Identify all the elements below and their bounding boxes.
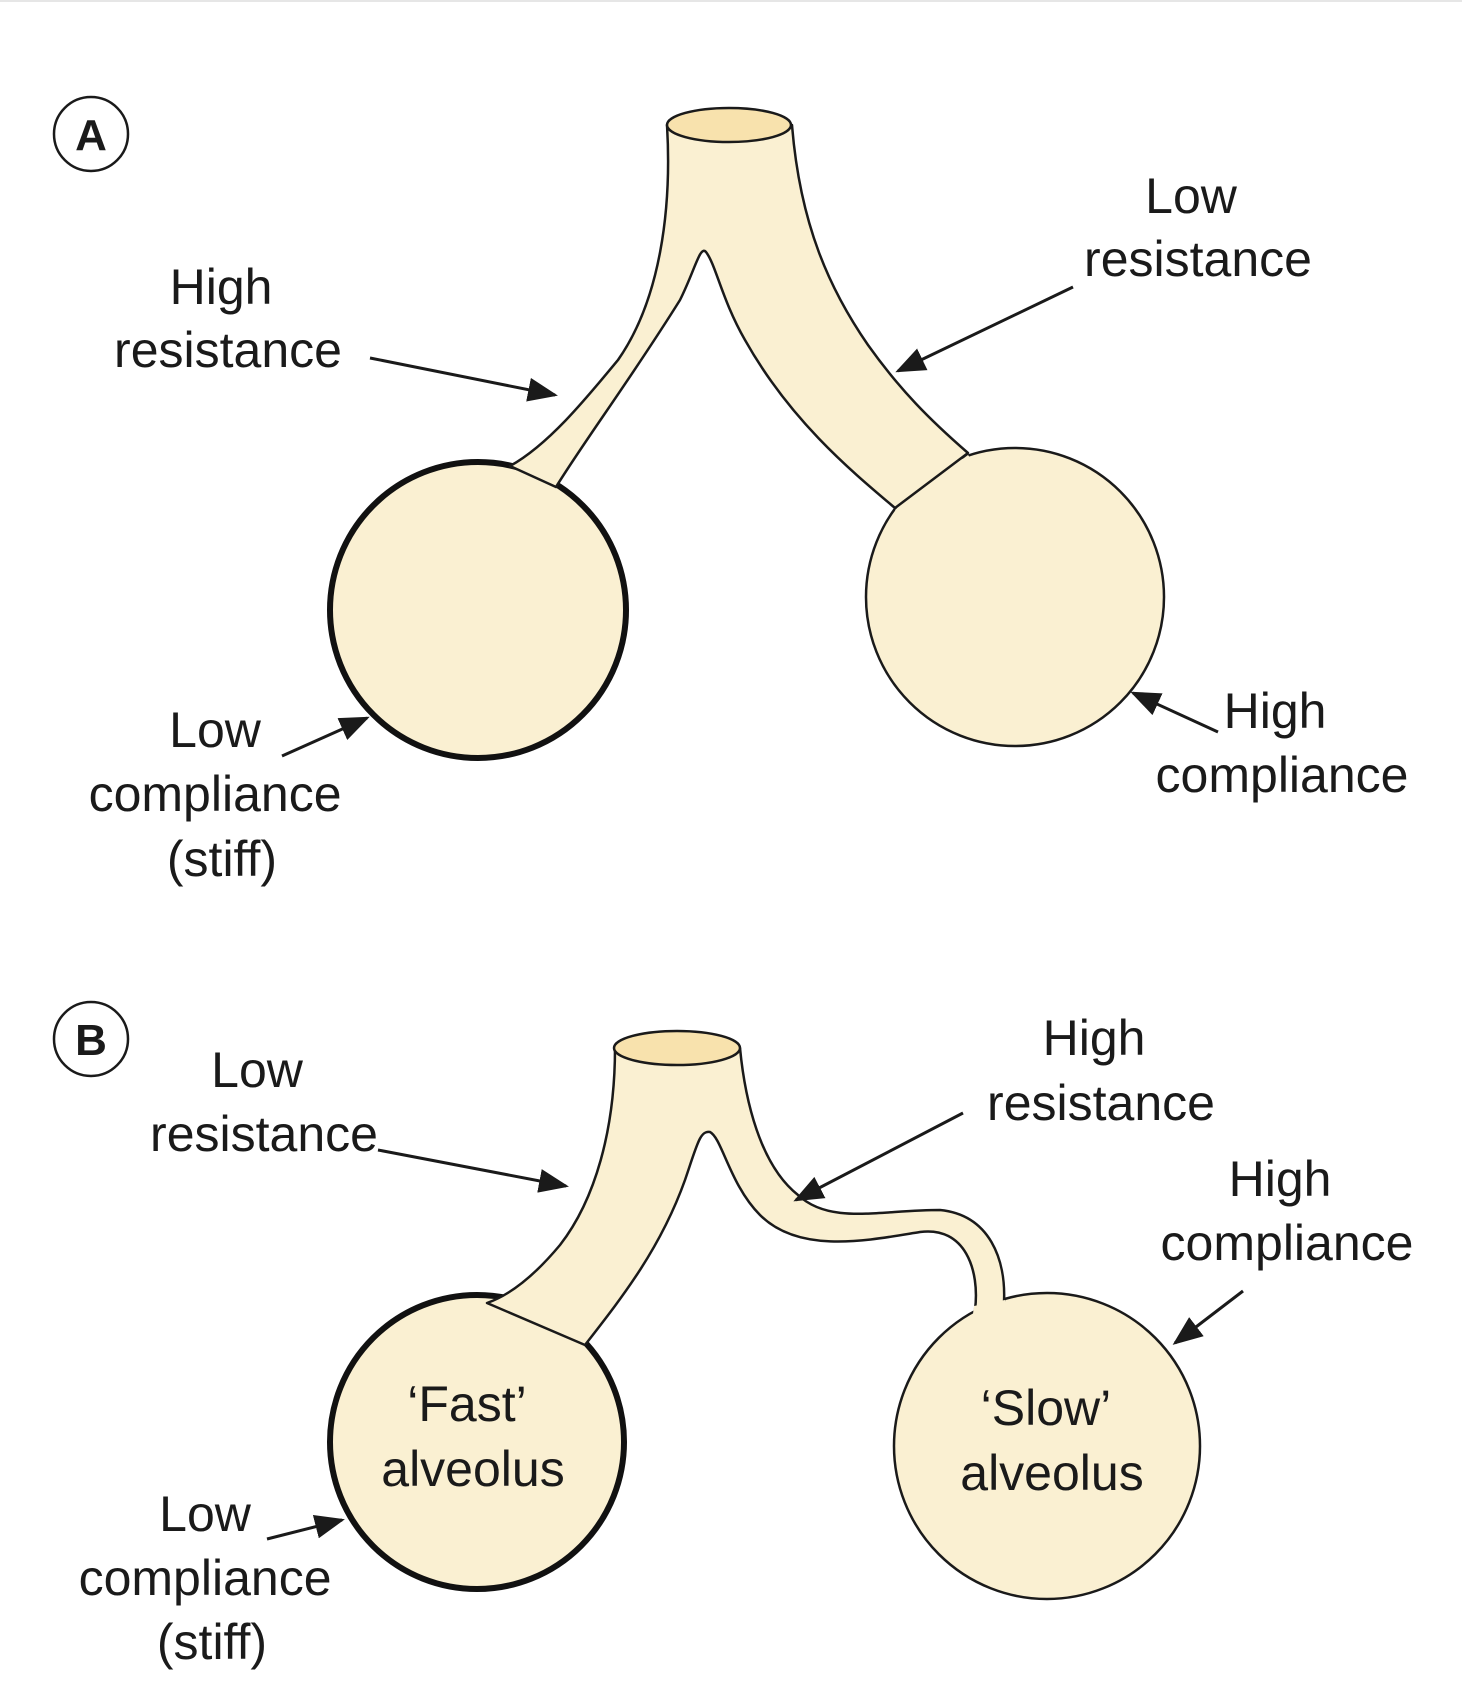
panel-b-badge [52,1000,130,1078]
panel-b-letter: B [75,1016,107,1065]
panel-b: B ‘Fast’ alveolus ‘Slow’ alveolus Low re… [52,1000,1414,1670]
panel-a-airway [508,123,970,510]
panel-a-trachea-opening [665,106,793,144]
panel-a-left-airway-label: High resistance [114,259,342,378]
panel-b-join-right [972,1300,1010,1322]
panel-b-slow-alveolus-label: ‘Slow’ alveolus [960,1380,1143,1501]
top-border [0,0,1462,2]
panel-a: A High resistance Low resistance Low com… [52,95,1409,887]
panel-b-left-airway-arrow [377,1148,569,1193]
panel-b-right-alveolus-arrow [1172,1289,1244,1345]
panel-a-badge [52,95,130,173]
panel-b-trachea-opening [612,1029,742,1067]
panel-b-slow-alveolus [892,1291,1202,1601]
panel-a-right-alveolus-label: High compliance [1156,683,1409,803]
panel-a-right-airway-arrow [895,285,1074,373]
panel-a-left-alveolus-arrow [281,716,370,758]
panel-a-right-alveolus-arrow [1130,691,1219,734]
panel-a-join-right [895,455,978,520]
panel-a-stiff-alveolus [327,459,629,761]
panel-a-left-airway-arrow [369,356,558,402]
panel-b-fast-alveolus-label: ‘Fast’ alveolus [381,1376,564,1497]
panel-b-left-alveolus-label: Low compliance (stiff) [79,1486,346,1670]
panel-a-join-left [508,470,556,500]
panel-b-left-airway-label: Low resistance [150,1042,378,1162]
panel-a-compliant-alveolus [864,446,1166,748]
panel-a-letter: A [75,111,107,160]
panel-b-left-alveolus-arrow [266,1514,345,1541]
panel-b-fast-alveolus [327,1292,627,1592]
panel-b-right-airway-arrow [793,1111,964,1202]
panel-b-right-alveolus-compliance-label: High compliance [1161,1151,1414,1271]
panel-b-airway [485,1046,1006,1347]
panel-a-right-airway-label: Low resistance [1084,168,1312,287]
panel-b-right-airway-label: High resistance [987,1010,1215,1131]
panel-a-left-alveolus-label: Low compliance (stiff) [89,702,356,887]
panel-b-join-left [487,1306,585,1358]
